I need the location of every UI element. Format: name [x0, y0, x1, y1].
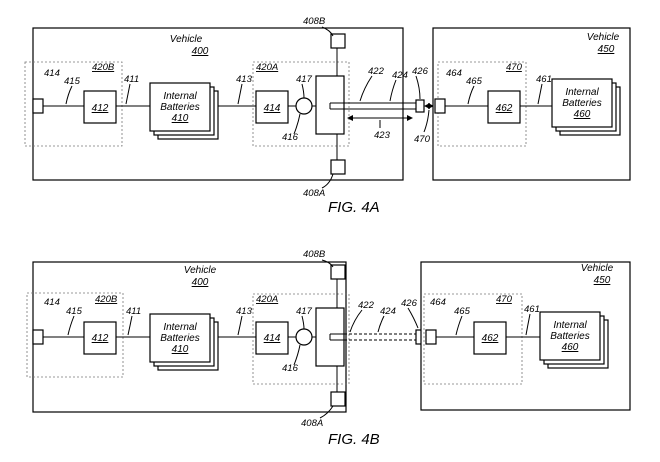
ref-470-top: 470: [506, 62, 523, 73]
batteries-410-line2: Batteries: [160, 102, 199, 113]
vehicle-400b-title: Vehicle: [184, 265, 217, 276]
ref-411-b: 411: [126, 306, 141, 317]
anchor-408a-b: [330, 391, 346, 407]
anchor-408b-b: [330, 264, 346, 280]
vehicle-450-number: 450: [598, 44, 615, 55]
ref-426-b: 426: [401, 298, 418, 309]
ref-461: 461: [536, 74, 552, 85]
ref-416-b: 416: [282, 363, 299, 374]
vehicle-450b-number: 450: [594, 275, 611, 286]
batteries-410b-line2: Batteries: [160, 333, 199, 344]
block-412-b: [83, 321, 117, 355]
anchor-408a: [330, 159, 346, 175]
region-420b-b: [26, 292, 124, 378]
batteries-460-line1: Internal: [565, 87, 599, 98]
ref-408a-b: 408A: [301, 418, 323, 429]
block-412: [83, 90, 117, 124]
ref-416: 416: [282, 132, 299, 143]
figure-4b: Vehicle 400 420B 414 415 412 411 Interna…: [26, 249, 631, 448]
caption-fig-4a: FIG. 4A: [328, 199, 380, 216]
vehicle-400-title: Vehicle: [170, 34, 203, 45]
block-414-label-b: 414: [264, 333, 281, 344]
batteries-410b-line1: Internal: [163, 322, 197, 333]
sensor-416: [295, 97, 313, 115]
vehicle-400b-number: 400: [192, 277, 209, 288]
plug-426: [415, 99, 425, 113]
ref-461-b: 461: [524, 304, 540, 315]
batteries-410-number: 410: [172, 113, 189, 124]
ref-420a-b: 420A: [256, 294, 278, 305]
batteries-460-number: 460: [574, 109, 591, 120]
port-464: [434, 98, 446, 114]
ref-470-b: 470: [496, 294, 513, 305]
ref-408a: 408A: [303, 188, 325, 199]
ref-426: 426: [412, 66, 429, 77]
ref-413: 413: [236, 74, 253, 85]
block-462-label-b: 462: [482, 333, 499, 344]
region-420b: [24, 61, 123, 147]
caption-fig-4b: FIG. 4B: [328, 431, 380, 448]
region-470-b: [423, 293, 523, 385]
ref-422: 422: [368, 66, 385, 77]
batteries-410b-block: [149, 313, 211, 363]
ref-411: 411: [124, 74, 139, 85]
batteries-410-block: [149, 82, 211, 132]
ref-470-bottom: 470: [414, 134, 431, 145]
sensor-416-b: [295, 328, 313, 346]
vehicle-450b-title: Vehicle: [581, 263, 614, 274]
ref-415-b: 415: [66, 306, 83, 317]
batteries-460-line2: Batteries: [562, 98, 601, 109]
ref-415: 415: [64, 76, 81, 87]
port-414-left-b: [32, 329, 44, 345]
region-420a: [252, 61, 350, 147]
ref-420a: 420A: [256, 62, 278, 73]
batteries-460b-line2: Batteries: [550, 331, 589, 342]
batteries-460b-number: 460: [562, 342, 579, 353]
batteries-460-block: [551, 78, 613, 128]
ref-423: 423: [374, 130, 391, 141]
ref-465: 465: [466, 76, 483, 87]
ref-413-b: 413: [236, 306, 253, 317]
block-414-label: 414: [264, 103, 281, 114]
port-464-b: [425, 329, 437, 345]
ref-465-b: 465: [454, 306, 471, 317]
block-414-b: [255, 321, 289, 355]
block-412-label-b: 412: [92, 333, 109, 344]
batteries-460b-block: [539, 311, 601, 361]
port-414-left: [32, 98, 44, 114]
ref-414-left: 414: [44, 68, 60, 79]
ref-417: 417: [296, 74, 313, 85]
ref-424: 424: [392, 70, 408, 81]
ref-422-b: 422: [358, 300, 375, 311]
ref-417-b: 417: [296, 306, 313, 317]
anchor-408b: [330, 33, 346, 49]
batteries-410-line1: Internal: [163, 91, 197, 102]
block-412-label: 412: [92, 103, 109, 114]
block-462-b: [473, 321, 507, 355]
ref-464-b: 464: [430, 297, 446, 308]
block-462: [487, 90, 521, 124]
ref-408b-b: 408B: [303, 249, 326, 260]
figure-4a: Vehicle 400 420B 414 415 412 411 Interna…: [24, 16, 631, 216]
vehicle-400-number: 400: [192, 46, 209, 57]
batteries-410b-number: 410: [172, 344, 189, 355]
vehicle-450-title: Vehicle: [587, 32, 620, 43]
ref-420b-b: 420B: [95, 294, 118, 305]
ref-464: 464: [446, 68, 462, 79]
ref-414-left-b: 414: [44, 297, 60, 308]
batteries-460b-line1: Internal: [553, 320, 587, 331]
block-462-label: 462: [496, 103, 513, 114]
block-414: [255, 90, 289, 124]
ref-420b: 420B: [92, 62, 115, 73]
ref-408b: 408B: [303, 16, 326, 27]
region-420a-b: [252, 293, 350, 385]
ref-424-b: 424: [380, 306, 396, 317]
